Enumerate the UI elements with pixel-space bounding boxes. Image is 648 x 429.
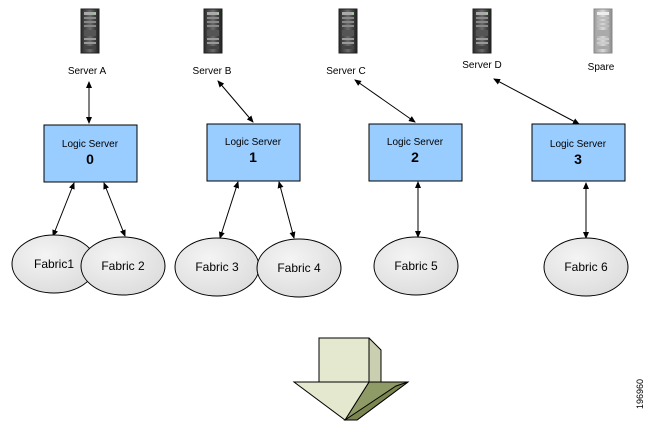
logic-server-1-box: [206, 123, 301, 182]
figure-id: 196960: [635, 379, 645, 409]
logic-server-1-title: Logic Server: [225, 137, 282, 148]
server-c-label: Server C: [326, 66, 365, 77]
fabric-4-ellipse: [256, 238, 342, 298]
spare-label: Spare: [588, 62, 615, 73]
server-b-label: Server B: [193, 66, 232, 77]
fabric-2-label: Fabric 2: [101, 259, 145, 273]
fabric-6-label: Fabric 6: [564, 260, 608, 274]
fabric-5-label: Fabric 5: [394, 259, 438, 273]
fabric-3-label: Fabric 3: [195, 260, 239, 274]
fabric-1-label: Fabric1: [34, 257, 74, 271]
logic-server-3-title: Logic Server: [550, 139, 607, 150]
server-b-icon: [203, 8, 223, 54]
server-a-label: Server A: [68, 66, 107, 77]
connector-server-d: [493, 78, 580, 125]
fabric-6-ellipse: [543, 237, 629, 297]
fabric-4-label: Fabric 4: [277, 261, 321, 275]
logic-server-1-number: 1: [249, 149, 257, 165]
server-a-icon: [80, 8, 100, 54]
logic-server-0-box: [43, 124, 138, 183]
connector-ls0-fabric1: [52, 182, 75, 237]
server-d-icon: [472, 8, 492, 54]
logic-server-3-box: [531, 123, 626, 182]
logic-server-2-title: Logic Server: [387, 137, 444, 148]
connector-ls1-fabric4: [277, 181, 296, 239]
logic-server-2-number: 2: [411, 149, 419, 165]
down-arrow-icon: [292, 337, 410, 421]
logic-server-0-number: 0: [86, 151, 94, 167]
server-d-label: Server D: [462, 60, 501, 71]
logic-server-0-title: Logic Server: [62, 139, 119, 150]
connector-ls1-fabric3: [218, 181, 240, 239]
connector-ls0-fabric2: [103, 182, 126, 237]
spare-server-icon: [593, 8, 613, 54]
server-c-icon: [338, 8, 358, 54]
fabric-5-ellipse: [373, 236, 459, 296]
logic-server-3-number: 3: [574, 151, 582, 167]
connector-server-c: [354, 79, 416, 123]
fabric-2-ellipse: [80, 236, 166, 296]
connector-server-b: [217, 80, 254, 123]
